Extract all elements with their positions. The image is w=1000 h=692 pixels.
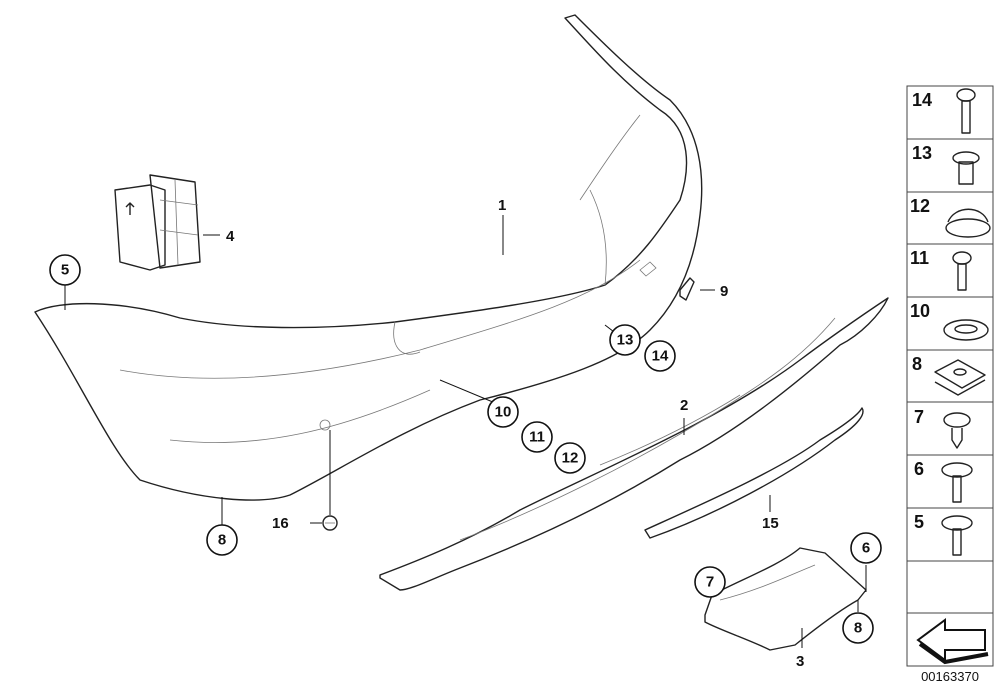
guide-bracket[interactable]	[114, 174, 201, 271]
leader-lines	[64, 215, 867, 648]
reflector[interactable]	[679, 277, 695, 301]
svg-text:8: 8	[854, 620, 862, 637]
callout-14: 14	[644, 340, 676, 372]
svg-text:14: 14	[652, 348, 669, 365]
callout-6: 6	[850, 532, 882, 564]
parts-legend: 14 13 12 11 10 8 7 6 5	[906, 85, 994, 667]
hex-screw-icon	[943, 412, 971, 449]
lower-bracket[interactable]	[704, 547, 867, 651]
bumper-cover[interactable]	[34, 14, 703, 501]
callout-13: 13	[609, 324, 641, 356]
callout-11: 11	[521, 421, 553, 453]
diagram-code: 00163370	[921, 669, 979, 684]
svg-text:6: 6	[862, 540, 870, 557]
hex-screw-icon	[941, 462, 973, 503]
legend-label-7: 7	[914, 407, 924, 427]
legend-label-14: 14	[912, 90, 932, 110]
clip-nut-icon	[934, 359, 986, 396]
screw-icon	[956, 88, 976, 134]
svg-text:7: 7	[706, 574, 714, 591]
svg-text:13: 13	[617, 332, 634, 349]
callout-5: 5	[49, 254, 81, 286]
screw-icon	[952, 251, 972, 291]
legend-label-10: 10	[910, 301, 930, 321]
hex-screw-icon	[941, 515, 973, 556]
direction-arrow-icon	[916, 618, 989, 665]
svg-text:12: 12	[562, 450, 579, 467]
callout-15: 15	[762, 515, 779, 532]
legend-label-11: 11	[910, 248, 929, 268]
legend-label-13: 13	[912, 143, 932, 163]
trim-strip[interactable]	[644, 407, 864, 539]
legend-label-12: 12	[910, 196, 930, 216]
svg-text:8: 8	[218, 532, 226, 549]
svg-text:5: 5	[61, 262, 69, 279]
callout-3: 3	[796, 653, 804, 670]
callout-12: 12	[554, 442, 586, 474]
callout-8-left: 8	[206, 524, 238, 556]
callout-8-right: 8	[842, 612, 874, 644]
washer-icon	[943, 319, 989, 341]
svg-text:10: 10	[495, 404, 512, 421]
clip[interactable]	[322, 515, 338, 531]
cap-icon	[945, 208, 991, 238]
callout-1: 1	[498, 197, 506, 214]
callout-7: 7	[694, 566, 726, 598]
legend-label-6: 6	[914, 459, 924, 479]
callout-16: 16	[272, 515, 289, 532]
svg-text:11: 11	[529, 429, 545, 446]
legend-label-5: 5	[914, 512, 924, 532]
diffuser[interactable]	[379, 297, 889, 591]
legend-label-8: 8	[912, 354, 922, 374]
callout-10: 10	[487, 396, 519, 428]
callout-2: 2	[680, 397, 688, 414]
callout-4: 4	[226, 228, 235, 245]
rivet-nut-icon	[952, 151, 980, 185]
callout-9: 9	[720, 283, 728, 300]
